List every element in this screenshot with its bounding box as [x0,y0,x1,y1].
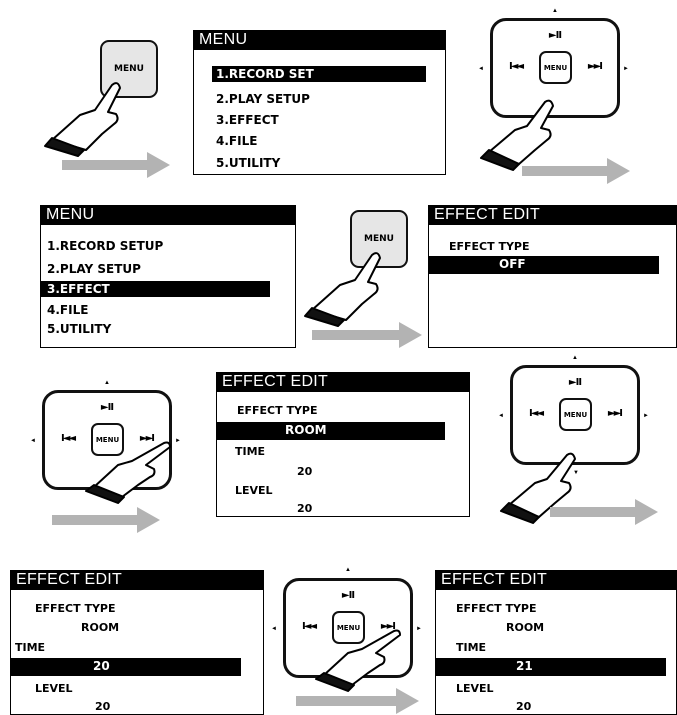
prev-track-icon[interactable]: I◄◄ [61,433,76,444]
dpad-menu-button[interactable]: MENU [332,611,365,644]
dpad-menu-button[interactable]: MENU [91,423,124,456]
effect-edit-title: EFFECT EDIT [11,571,263,590]
down-tick-icon: ▼ [573,470,579,476]
up-tick-icon: ▲ [552,8,558,14]
menu-item-utility[interactable]: 5.UTILITY [47,322,112,336]
play-pause-icon[interactable]: ►II [568,377,582,388]
effect-type-label: EFFECT TYPE [35,602,116,615]
level-value[interactable]: 20 [516,700,532,713]
menu-item-utility[interactable]: 5.UTILITY [216,156,281,170]
menu-screen-1: MENU 1.RECORD SET 2.PLAY SETUP 3.EFFECT … [193,30,446,175]
right-tick-icon: ► [623,66,629,72]
hand-pointer-icon [500,452,576,524]
level-label: LEVEL [235,484,273,497]
hand-pointer-icon [85,441,171,504]
effect-type-label: EFFECT TYPE [449,240,530,253]
menu-item-play-setup[interactable]: 2.PLAY SETUP [47,262,141,276]
dpad-1[interactable]: ►II I◄◄ ►►I MENU [490,18,620,118]
play-pause-icon[interactable]: ►II [341,590,355,601]
menu-item-record[interactable]: 1.RECORD SET [212,66,426,82]
effect-edit-screen-4: EFFECT EDIT EFFECT TYPE ROOM TIME 21 LEV… [435,570,677,715]
menu-screen-title: MENU [41,206,295,225]
time-label: TIME [235,445,266,458]
left-tick-icon: ◄ [498,413,504,419]
hand-pointer-icon [44,82,121,157]
right-tick-icon: ► [643,413,649,419]
effect-edit-title: EFFECT EDIT [436,571,676,590]
gray-right-arrow-icon [522,158,630,184]
time-value-text: 20 [93,659,110,673]
effect-type-value-text: OFF [499,257,526,271]
gray-right-arrow-icon [550,499,658,525]
gray-right-arrow-icon [296,688,419,714]
effect-edit-screen-2: EFFECT EDIT EFFECT TYPE ROOM TIME 20 LEV… [216,372,470,517]
hand-pointer-icon [480,99,554,171]
hand-pointer-icon [304,252,381,327]
next-track-icon[interactable]: ►►I [587,61,603,72]
right-tick-icon: ► [175,438,181,444]
level-value[interactable]: 20 [297,502,313,515]
menu-button-label: MENU [364,234,394,244]
effect-type-value[interactable]: OFF [429,256,659,274]
time-value[interactable]: 20 [11,658,241,676]
effect-type-value[interactable]: ROOM [81,621,120,634]
dpad-menu-button[interactable]: MENU [559,398,592,431]
gray-right-arrow-icon [52,507,160,533]
right-tick-icon: ► [416,626,422,632]
gray-right-arrow-icon [62,152,170,178]
effect-type-value[interactable]: ROOM [217,422,445,440]
dpad-menu-button[interactable]: MENU [539,51,572,84]
up-tick-icon: ▲ [104,380,110,386]
time-value[interactable]: 21 [436,658,666,676]
menu-button-label: MENU [114,64,144,74]
menu-item-record[interactable]: 1.RECORD SETUP [47,239,164,253]
prev-track-icon[interactable]: I◄◄ [509,61,524,72]
left-tick-icon: ◄ [271,626,277,632]
time-value-text: 21 [516,659,533,673]
time-label: TIME [15,641,46,654]
dpad-3[interactable]: ►II I◄◄ ►►I MENU [510,365,640,465]
menu-item-effect[interactable]: 3.EFFECT [216,113,279,127]
level-label: LEVEL [35,682,73,695]
effect-edit-screen-1: EFFECT EDIT EFFECT TYPE OFF [428,205,677,348]
hand-pointer-icon [315,629,401,692]
menu-item-play-setup[interactable]: 2.PLAY SETUP [216,92,310,106]
effect-type-value-text: ROOM [285,423,327,437]
up-tick-icon: ▲ [572,355,578,361]
menu-item-effect[interactable]: 3.EFFECT [41,281,270,297]
effect-edit-screen-3: EFFECT EDIT EFFECT TYPE ROOM TIME 20 LEV… [10,570,264,715]
prev-track-icon[interactable]: I◄◄ [529,408,544,419]
menu-screen-title: MENU [194,31,445,50]
gray-right-arrow-icon [312,322,422,348]
next-track-icon[interactable]: ►►I [607,408,623,419]
menu-item-file[interactable]: 4.FILE [47,303,89,317]
effect-type-label: EFFECT TYPE [237,404,318,417]
level-value[interactable]: 20 [95,700,111,713]
level-label: LEVEL [456,682,494,695]
effect-edit-title: EFFECT EDIT [429,206,676,225]
left-tick-icon: ◄ [478,66,484,72]
effect-type-label: EFFECT TYPE [456,602,537,615]
play-pause-icon[interactable]: ►II [548,30,562,41]
up-tick-icon: ▲ [345,567,351,573]
time-value[interactable]: 20 [297,465,313,478]
effect-edit-title: EFFECT EDIT [217,373,469,392]
prev-track-icon[interactable]: I◄◄ [302,621,317,632]
time-label: TIME [456,641,487,654]
play-pause-icon[interactable]: ►II [100,402,114,413]
left-tick-icon: ◄ [30,438,36,444]
effect-type-value[interactable]: ROOM [506,621,545,634]
menu-item-file[interactable]: 4.FILE [216,134,258,148]
next-track-icon[interactable]: ►►I [139,433,155,444]
next-track-icon[interactable]: ►►I [380,621,396,632]
menu-screen-2: MENU 1.RECORD SETUP 2.PLAY SETUP 3.EFFEC… [40,205,296,348]
menu-button-2[interactable]: MENU [350,210,408,268]
